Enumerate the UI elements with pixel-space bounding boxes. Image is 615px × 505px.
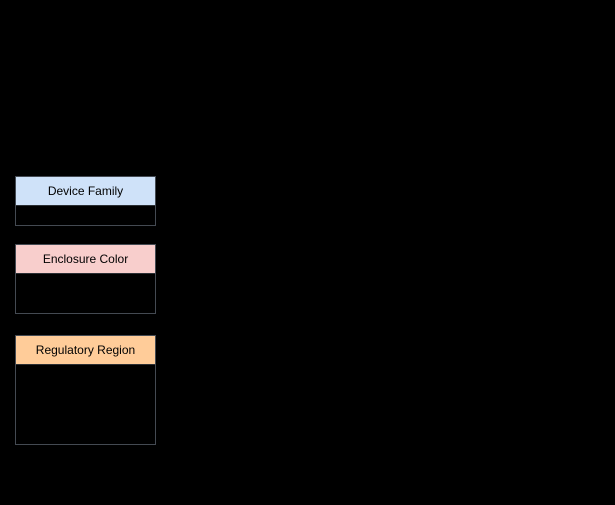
list-shape-enclosure-color[interactable]: Enclosure Color [15, 244, 156, 314]
list-shape-regulatory-region-header: Regulatory Region [16, 336, 155, 365]
list-shape-device-family-title: Device Family [47, 184, 124, 198]
list-shape-enclosure-color-body [16, 274, 155, 313]
list-shape-regulatory-region[interactable]: Regulatory Region [15, 335, 156, 445]
list-shape-regulatory-region-title: Regulatory Region [35, 343, 136, 357]
list-shape-device-family[interactable]: Device Family [15, 176, 156, 226]
list-shape-enclosure-color-header: Enclosure Color [16, 245, 155, 274]
list-shape-enclosure-color-title: Enclosure Color [42, 252, 129, 266]
list-shape-device-family-body [16, 206, 155, 225]
list-shape-regulatory-region-body [16, 365, 155, 444]
list-shape-device-family-header: Device Family [16, 177, 155, 206]
